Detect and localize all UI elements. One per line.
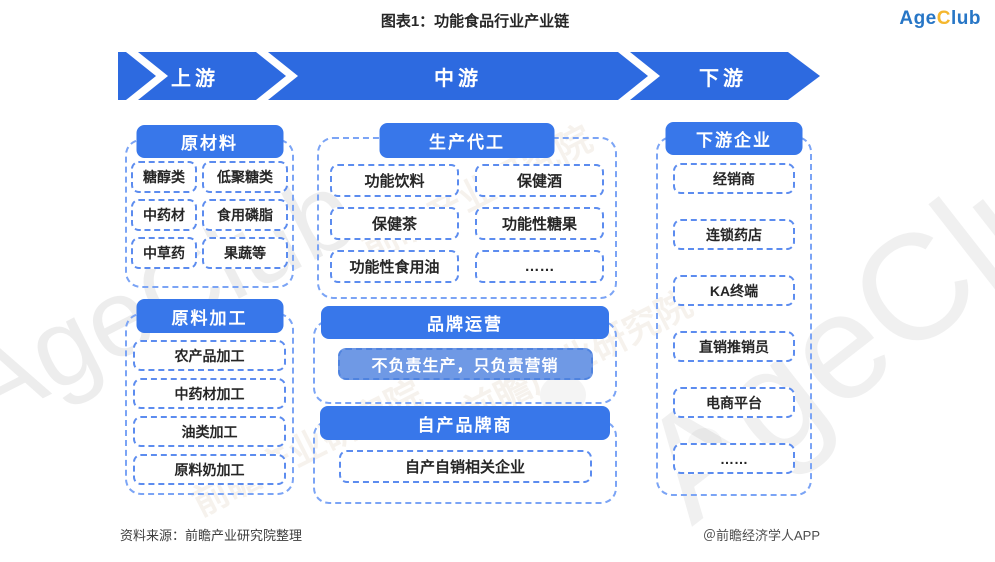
chain-item: 自产自销相关企业 [338,450,592,483]
chain-item: 低聚糖类 [202,161,288,193]
chain-item: 食用磷脂 [202,199,288,231]
chain-item: 电商平台 [673,387,795,418]
section-header: 品牌运营 [321,306,609,339]
section-oem-production: 生产代工 功能饮料 保健酒 保健茶 功能性糖果 功能性食用油 …… [317,123,617,299]
brand-logo: AgeClub [899,8,981,30]
chain-item: 中草药 [131,237,197,269]
chart-title: 图表1：功能食品行业产业链 [380,13,570,30]
footer-credit: ＠前瞻经济学人APP [703,528,821,543]
chain-item: KA终端 [673,275,795,306]
chain-item: 糖醇类 [131,161,197,193]
chain-item: 功能性糖果 [475,207,604,240]
chain-item: 连锁药店 [673,219,795,250]
chain-item: 功能饮料 [330,164,459,197]
chain-item: 原料奶加工 [133,454,286,485]
section-header: 原材料 [136,125,283,158]
chain-item: 保健酒 [475,164,604,197]
stage-label-downstream: 下游 [699,67,747,90]
section-raw-materials: 原材料 糖醇类 低聚糖类 中药材 食用磷脂 中草药 果蔬等 [125,125,294,288]
footer-source: 资料来源：前瞻产业研究院整理 [120,528,303,543]
brand-logo-part1: Age [899,8,937,29]
chain-item: 不负责生产，只负责营销 [337,348,593,380]
section-own-brand: 自产品牌商 自产自销相关企业 [313,406,617,504]
process-arrow-banner: 上游 中游 下游 [118,52,820,100]
chain-item: 中药材 [131,199,197,231]
section-downstream-enterprises: 下游企业 经销商 连锁药店 KA终端 直销推销员 电商平台 …… [656,122,812,496]
section-raw-processing: 原料加工 农产品加工 中药材加工 油类加工 原料奶加工 [125,299,294,495]
chain-item: 经销商 [673,163,795,194]
brand-logo-part2: C [936,8,951,29]
chain-item: …… [673,443,795,474]
section-header: 下游企业 [665,122,803,155]
chain-item: 保健茶 [330,207,459,240]
chain-item: 功能性食用油 [330,250,459,283]
section-brand-operation: 品牌运营 不负责生产，只负责营销 [313,306,617,404]
chain-item: 农产品加工 [133,340,286,371]
brand-logo-part3: lub [951,8,981,29]
chain-item: 果蔬等 [202,237,288,269]
section-header: 生产代工 [379,123,555,158]
chain-item: 直销推销员 [673,331,795,362]
chain-item: …… [475,250,604,283]
section-header: 自产品牌商 [320,406,610,440]
stage-label-upstream: 上游 [171,67,219,90]
chain-item: 油类加工 [133,416,286,447]
stage-label-midstream: 中游 [434,67,482,90]
chain-item: 中药材加工 [133,378,286,409]
section-header: 原料加工 [136,299,283,333]
